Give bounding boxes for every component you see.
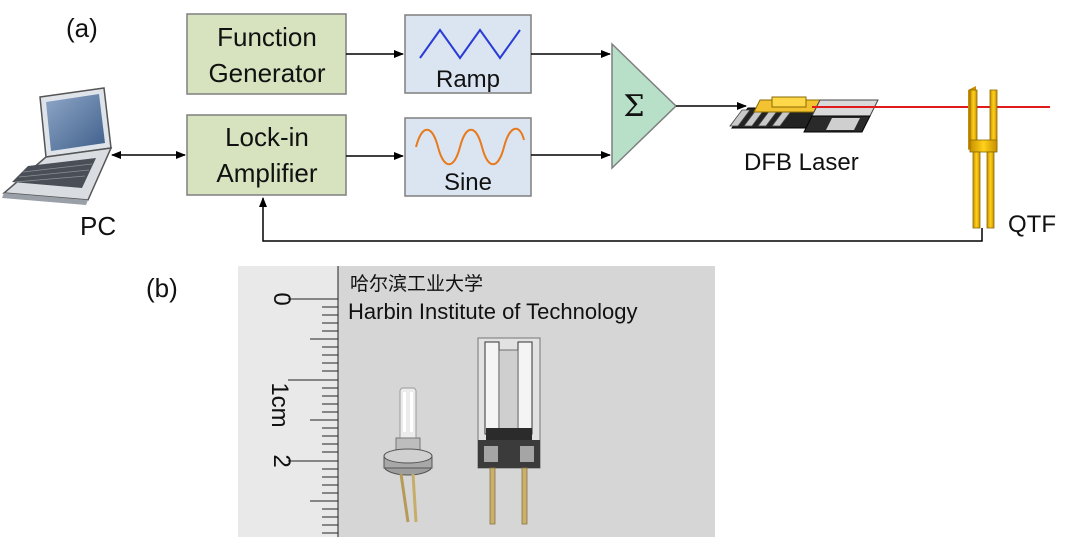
ruler-mark-2: 2: [268, 454, 295, 467]
sine-signal-block: Sine: [404, 117, 532, 197]
function-generator-block: Function Generator: [186, 13, 347, 95]
lock-in-label-line2: Amplifier: [216, 158, 317, 188]
signal-arrows: [111, 50, 983, 242]
qtf-icon: [968, 86, 998, 229]
function-generator-label-line2: Generator: [208, 58, 325, 88]
panel-b-label: (b): [146, 273, 178, 303]
institution-chinese-text: 哈尔滨工业大学: [350, 273, 483, 295]
laptop-icon: [2, 87, 113, 205]
laser-label: DFB Laser: [744, 149, 859, 176]
sine-waveform-icon: [415, 127, 525, 166]
ramp-waveform-icon: [419, 28, 521, 60]
sigma-symbol: Σ: [623, 89, 644, 124]
bare-qtf-large: [477, 337, 541, 525]
ruler-mark-0: 0: [268, 292, 295, 305]
institution-english-text: Harbin Institute of Technology: [348, 299, 637, 324]
ruler: [288, 266, 339, 537]
dfb-laser-icon: [729, 96, 879, 133]
feedback-qtf-to-lockin: [259, 197, 983, 242]
summing-amplifier: Σ: [611, 42, 678, 170]
ramp-label: Ramp: [436, 66, 500, 93]
qtf-photograph: 0 1cm 2: [238, 266, 715, 537]
ruler-mark-1cm: 1cm: [266, 382, 293, 427]
panel-a-label: (a): [66, 13, 98, 43]
packaged-qtf-small: [383, 387, 433, 523]
sine-label: Sine: [444, 169, 492, 196]
qtf-label: QTF: [1008, 211, 1056, 238]
ramp-signal-block: Ramp: [404, 14, 532, 94]
function-generator-label-line1: Function: [217, 22, 317, 52]
lock-in-label-line1: Lock-in: [225, 122, 309, 152]
pc-label: PC: [80, 211, 116, 241]
lock-in-amplifier-block: Lock-in Amplifier: [186, 114, 347, 196]
